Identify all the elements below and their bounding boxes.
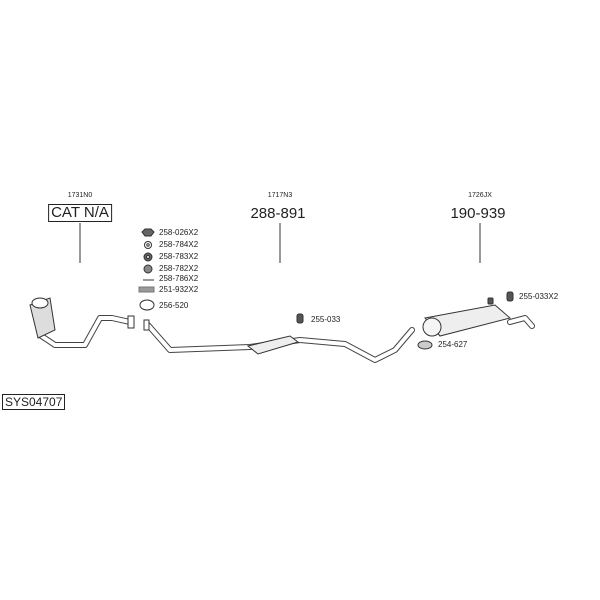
centre-silencer bbox=[246, 335, 300, 355]
flange bbox=[127, 315, 135, 329]
clamp-icon bbox=[417, 340, 433, 350]
part-number-rear[interactable]: 190-939 bbox=[450, 205, 506, 222]
clamp-label[interactable]: 254-627 bbox=[438, 340, 468, 349]
accessory-label[interactable]: 258-782X2 bbox=[159, 264, 199, 273]
mount-label[interactable]: 255-033 bbox=[311, 315, 341, 324]
accessory-label[interactable]: 251-932X2 bbox=[159, 285, 199, 294]
accessory-label[interactable]: 258-786X2 bbox=[159, 274, 199, 283]
system-id: SYS04707 bbox=[2, 394, 66, 410]
lock-nut-icon bbox=[143, 264, 153, 274]
rubber-mount-icon bbox=[296, 313, 304, 324]
group-code: 1717N3 bbox=[267, 192, 293, 199]
seal-ring-icon bbox=[139, 299, 155, 311]
mount-label[interactable]: 255-033X2 bbox=[519, 292, 559, 301]
rubber-mount-icon bbox=[506, 291, 514, 302]
spring-icon bbox=[138, 286, 155, 293]
rear-silencer bbox=[422, 304, 512, 337]
accessory-label[interactable]: 256-520 bbox=[159, 301, 189, 310]
catalytic-converter bbox=[29, 297, 56, 339]
part-number-cat[interactable]: CAT N/A bbox=[48, 204, 112, 222]
nut-icon bbox=[141, 228, 155, 237]
part-number-middle[interactable]: 288-891 bbox=[250, 205, 306, 222]
accessory-label[interactable]: 258-026X2 bbox=[159, 228, 199, 237]
flange bbox=[143, 319, 150, 331]
group-code: 1726JX bbox=[468, 192, 492, 199]
accessory-label[interactable]: 258-784X2 bbox=[159, 240, 199, 249]
accessory-label[interactable]: 258-783X2 bbox=[159, 252, 199, 261]
group-code: 1731N0 bbox=[67, 192, 93, 199]
